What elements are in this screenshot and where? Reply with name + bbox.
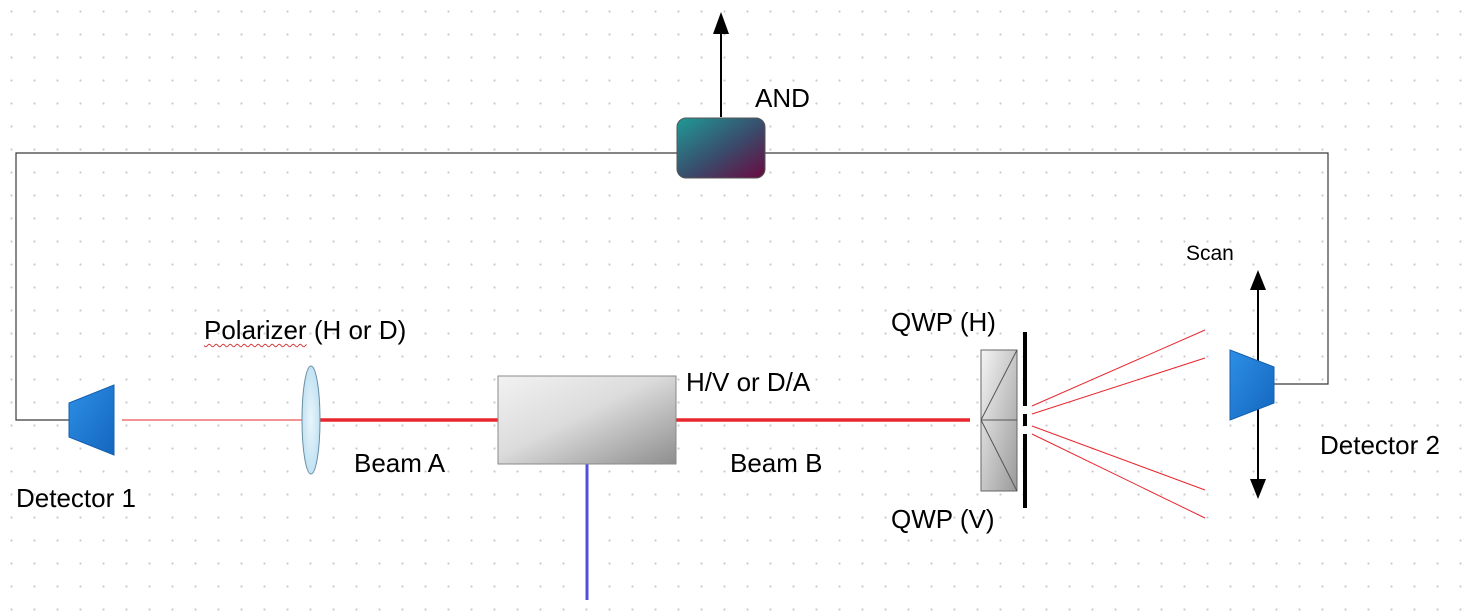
polarizer-lens-icon [301, 365, 321, 475]
qwp-prism [980, 349, 1018, 492]
scan-label: Scan [1186, 242, 1234, 265]
qwp-v-label: QWP (V) [891, 504, 995, 534]
detector-2-icon [1229, 349, 1275, 421]
polarizer-label-rest: (H or D) [306, 315, 407, 345]
wire-detector1-to-and [15, 152, 677, 421]
and-output-arrow [713, 12, 729, 117]
detector-1-icon [68, 384, 115, 456]
qwp-h-label: QWP (H) [891, 307, 996, 337]
and-gate [676, 117, 766, 179]
wire-and-to-detector2 [765, 152, 1329, 385]
polarizer-label: Polarizer (H or D) [204, 317, 406, 343]
crystal-box [497, 375, 677, 465]
diffraction-rays [1031, 329, 1206, 519]
detector-1-label: Detector 1 [16, 483, 136, 513]
polarizer-label-word: Polarizer [204, 315, 307, 345]
basis-label: H/V or D/A [686, 367, 811, 397]
and-gate-label: AND [755, 83, 810, 113]
beam-a-label: Beam A [354, 448, 446, 478]
detector-2-label: Detector 2 [1320, 430, 1440, 460]
beam-b-label: Beam B [730, 448, 823, 478]
